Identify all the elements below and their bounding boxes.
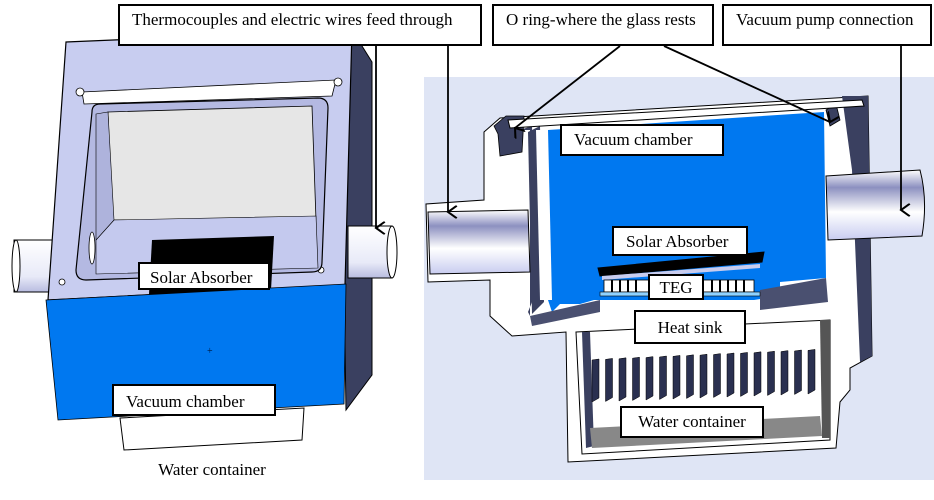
heat-sink-fin <box>780 350 789 396</box>
callout-line-o-ring-right <box>663 45 830 122</box>
heat-sink-fin <box>659 355 667 400</box>
heat-sink-fin <box>740 352 748 397</box>
heat-sink-fin <box>699 353 708 399</box>
right-label-solar-absorber: Solar Absorber <box>612 226 748 256</box>
heat-sink-fin <box>605 358 613 402</box>
left-label-solar-absorber: Solar Absorber <box>138 262 270 290</box>
callout-o-ring: O ring-where the glass rests <box>492 4 714 46</box>
heat-sink-fin <box>713 353 721 398</box>
right-chamber-floor <box>530 300 600 326</box>
right-solar-absorber-plate <box>597 251 765 277</box>
callout-vacuum-pump: Vacuum pump connection <box>722 4 932 46</box>
heat-sink-fin <box>618 357 627 402</box>
right-heat-sink-fins <box>591 349 816 403</box>
callout-line-o-ring-left <box>515 45 621 128</box>
callout-lines <box>376 44 901 228</box>
left-glass-window <box>107 105 317 221</box>
heat-sink-fin <box>807 349 816 395</box>
right-label-vacuum-chamber: Vacuum chamber <box>560 124 724 156</box>
right-pipe-left <box>427 209 531 275</box>
left-o-ring-groove <box>81 79 337 105</box>
heat-sink-fin <box>726 352 735 398</box>
heat-sink-fin <box>767 350 775 396</box>
left-label-vacuum-chamber: Vacuum chamber <box>112 384 276 416</box>
right-label-water-container: Water container <box>620 406 764 438</box>
right-glass-top <box>507 99 865 129</box>
heat-sink-fin <box>632 356 640 401</box>
heat-sink-fin <box>591 358 600 403</box>
left-label-water-container: Water container <box>158 460 266 479</box>
heat-sink-fin <box>753 351 762 397</box>
right-label-heat-sink: Heat sink <box>634 310 746 344</box>
left-pipe-left <box>11 239 57 293</box>
heat-sink-fin <box>686 354 694 399</box>
right-label-teg: TEG <box>648 274 704 300</box>
heat-sink-fin <box>645 356 654 401</box>
center-cross-mark: + <box>207 346 213 357</box>
heat-sink-fin <box>672 355 681 400</box>
left-inner-wall <box>95 111 115 241</box>
heat-sink-fin <box>794 349 802 395</box>
callout-thermocouples: Thermocouples and electric wires feed th… <box>118 4 482 46</box>
left-pipe-right <box>347 225 398 279</box>
right-pipe-right <box>825 169 926 241</box>
